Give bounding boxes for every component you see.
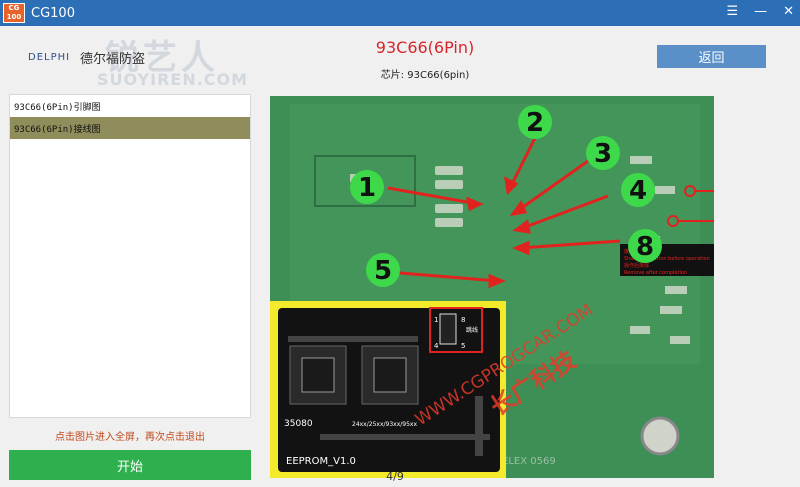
fullscreen-hint: 点击图片进入全屏，再次点击退出 [55, 432, 205, 443]
list-item-wiring[interactable]: 93C66(6Pin)接线图 [10, 117, 250, 139]
callout-2: 2 [526, 108, 544, 138]
minimize-icon[interactable]: — [754, 4, 768, 19]
jumper-pin-4: 4 [434, 342, 439, 350]
adapter-label-eeprom: EEPROM_V1.0 [286, 456, 356, 467]
pcb-photo: ELEX 0569 接线前短接 Short connection before … [270, 96, 714, 478]
jumper-pin-8: 8 [461, 316, 465, 324]
delphi-logo: DELPHI [28, 52, 71, 63]
board-label: ELEX 0569 [502, 456, 556, 467]
start-button[interactable]: 开始 [9, 450, 251, 480]
brand-watermark-url: SUOYIREN.COM [97, 70, 249, 89]
app-title: CG100 [31, 5, 75, 21]
callout-1: 1 [358, 173, 376, 203]
back-button[interactable]: 返回 [657, 45, 766, 68]
chip-subtitle: 芯片: 93C66(6pin) [380, 70, 470, 81]
jumper-pin-5: 5 [461, 342, 465, 350]
list-item-pinout[interactable]: 93C66(6Pin)引脚图 [14, 102, 101, 113]
note-line-3: 操作后拆除 [624, 262, 649, 269]
adapter-label-35080: 35080 [284, 419, 313, 429]
brand-watermark-cn: 锐艺人 [105, 38, 219, 78]
jumper-pin-1: 1 [434, 316, 438, 324]
wiring-diagram-image[interactable]: ELEX 0569 接线前短接 Short connection before … [270, 96, 714, 478]
app-logo-icon: CG 100 [3, 3, 25, 23]
note-line-2: Short connection before operation [624, 256, 710, 262]
adapter-label-series: 24xx/25xx/93xx/95xx [352, 421, 417, 428]
callout-4: 4 [629, 176, 647, 206]
callout-3: 3 [594, 139, 612, 169]
jumper-label: 跳线 [466, 326, 478, 334]
callout-5: 5 [374, 256, 392, 286]
title-bar: CG 100 CG100 ☰ — ✕ [0, 0, 800, 26]
note-line-4: Remove after completion [624, 270, 687, 276]
menu-icon[interactable]: ☰ [726, 4, 739, 19]
diagram-list: 93C66(6Pin)引脚图 93C66(6Pin)接线图 [9, 94, 251, 418]
chip-title: 93C66(6Pin) [375, 38, 475, 57]
brand-name: 德尔福防盗 [80, 52, 146, 67]
callout-8: 8 [636, 232, 654, 262]
page-indicator: 4/9 [386, 470, 404, 483]
close-icon[interactable]: ✕ [783, 4, 794, 19]
